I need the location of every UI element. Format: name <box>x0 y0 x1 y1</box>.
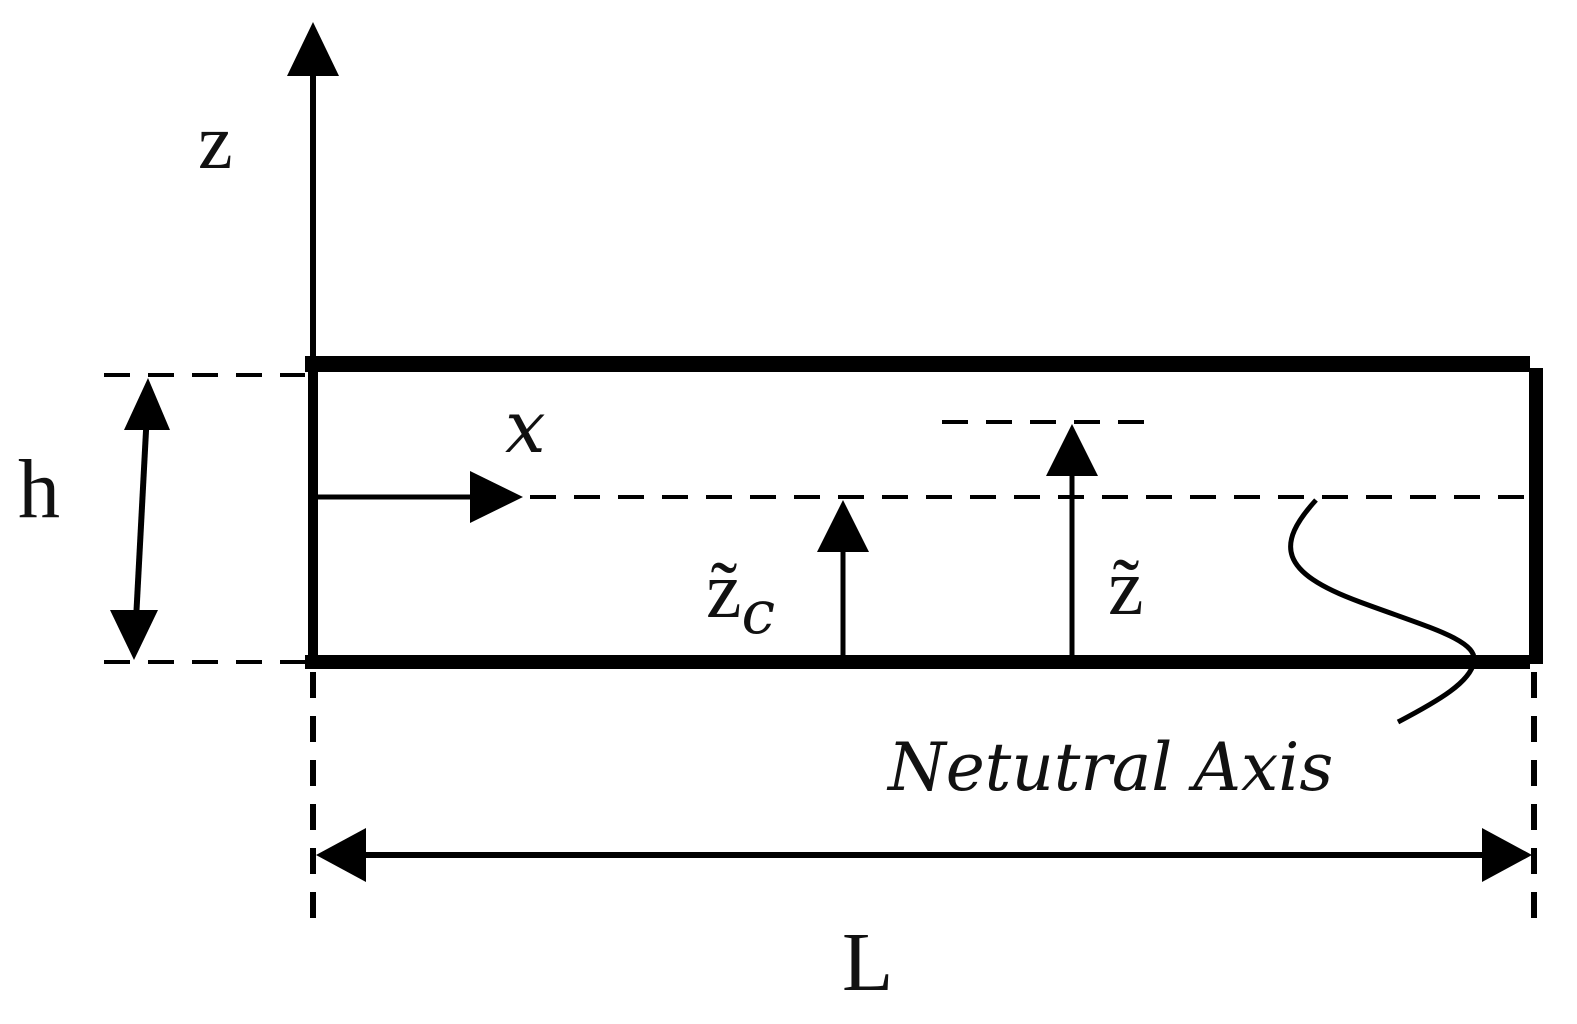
x-axis-label: x <box>505 385 546 469</box>
height-label: h <box>18 443 60 536</box>
x-axis-arrowhead <box>470 471 523 523</box>
z-tilde-c-base: z̃ <box>706 547 742 635</box>
z-tilde-c-subscript: c <box>742 578 776 648</box>
height-arrowhead-bottom <box>110 610 158 660</box>
z-tilde-c-arrow <box>817 500 869 656</box>
neutral-axis-label: Netutral Axis <box>886 729 1333 806</box>
height-arrowhead-top <box>124 378 170 430</box>
x-axis <box>318 471 523 523</box>
beam <box>305 356 1543 669</box>
length-dimension <box>310 672 1537 925</box>
length-arrowhead-right <box>1482 828 1532 882</box>
height-dimension <box>104 373 305 664</box>
z-axis <box>287 22 339 360</box>
z-axis-label: z <box>198 98 233 185</box>
length-label: L <box>842 916 893 1009</box>
z-axis-arrowhead <box>287 22 339 76</box>
z-tilde-arrowhead <box>1046 424 1098 476</box>
z-tilde-label: z̃ <box>1108 544 1144 632</box>
z-tilde-c-arrowhead <box>817 500 869 552</box>
z-tilde-c-label: z̃c <box>706 547 775 648</box>
neutral-axis-leader <box>1288 498 1477 725</box>
length-arrowhead-left <box>316 828 366 882</box>
z-tilde-arrow <box>1046 424 1098 656</box>
